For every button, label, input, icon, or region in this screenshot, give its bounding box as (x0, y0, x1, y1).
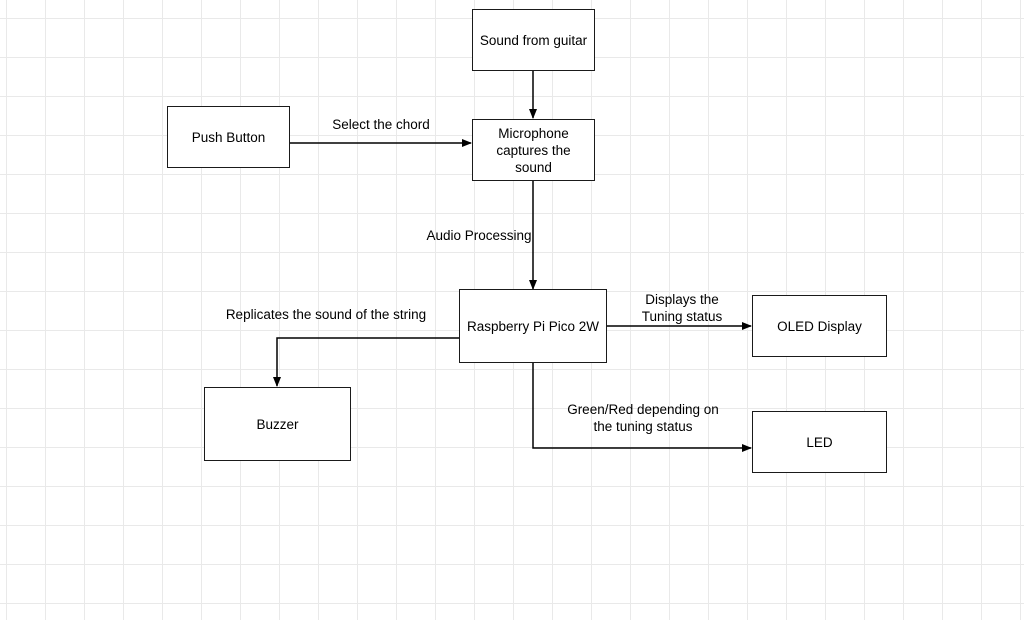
sound-from-guitar-box: Sound from guitar (472, 9, 595, 71)
led-box: LED (752, 411, 887, 473)
arrow-pico-to-buzzer (273, 337, 460, 387)
raspberry-pi-pico-box: Raspberry Pi Pico 2W (459, 289, 607, 363)
select-chord-label: Select the chord (332, 117, 430, 132)
displays-tuning-label: Displays the Tuning status (641, 292, 723, 324)
buzzer-box: Buzzer (204, 387, 351, 461)
oled-display-box: OLED Display (752, 295, 887, 357)
green-red-label: Green/Red depending on the tuning status (567, 402, 719, 434)
arrow-pico-to-led (532, 363, 752, 452)
push-button-box: Push Button (167, 106, 290, 168)
microphone-box: Microphone captures the sound (472, 119, 595, 181)
replicates-sound-label: Replicates the sound of the string (225, 307, 427, 322)
audio-processing-label: Audio Processing (426, 228, 532, 243)
